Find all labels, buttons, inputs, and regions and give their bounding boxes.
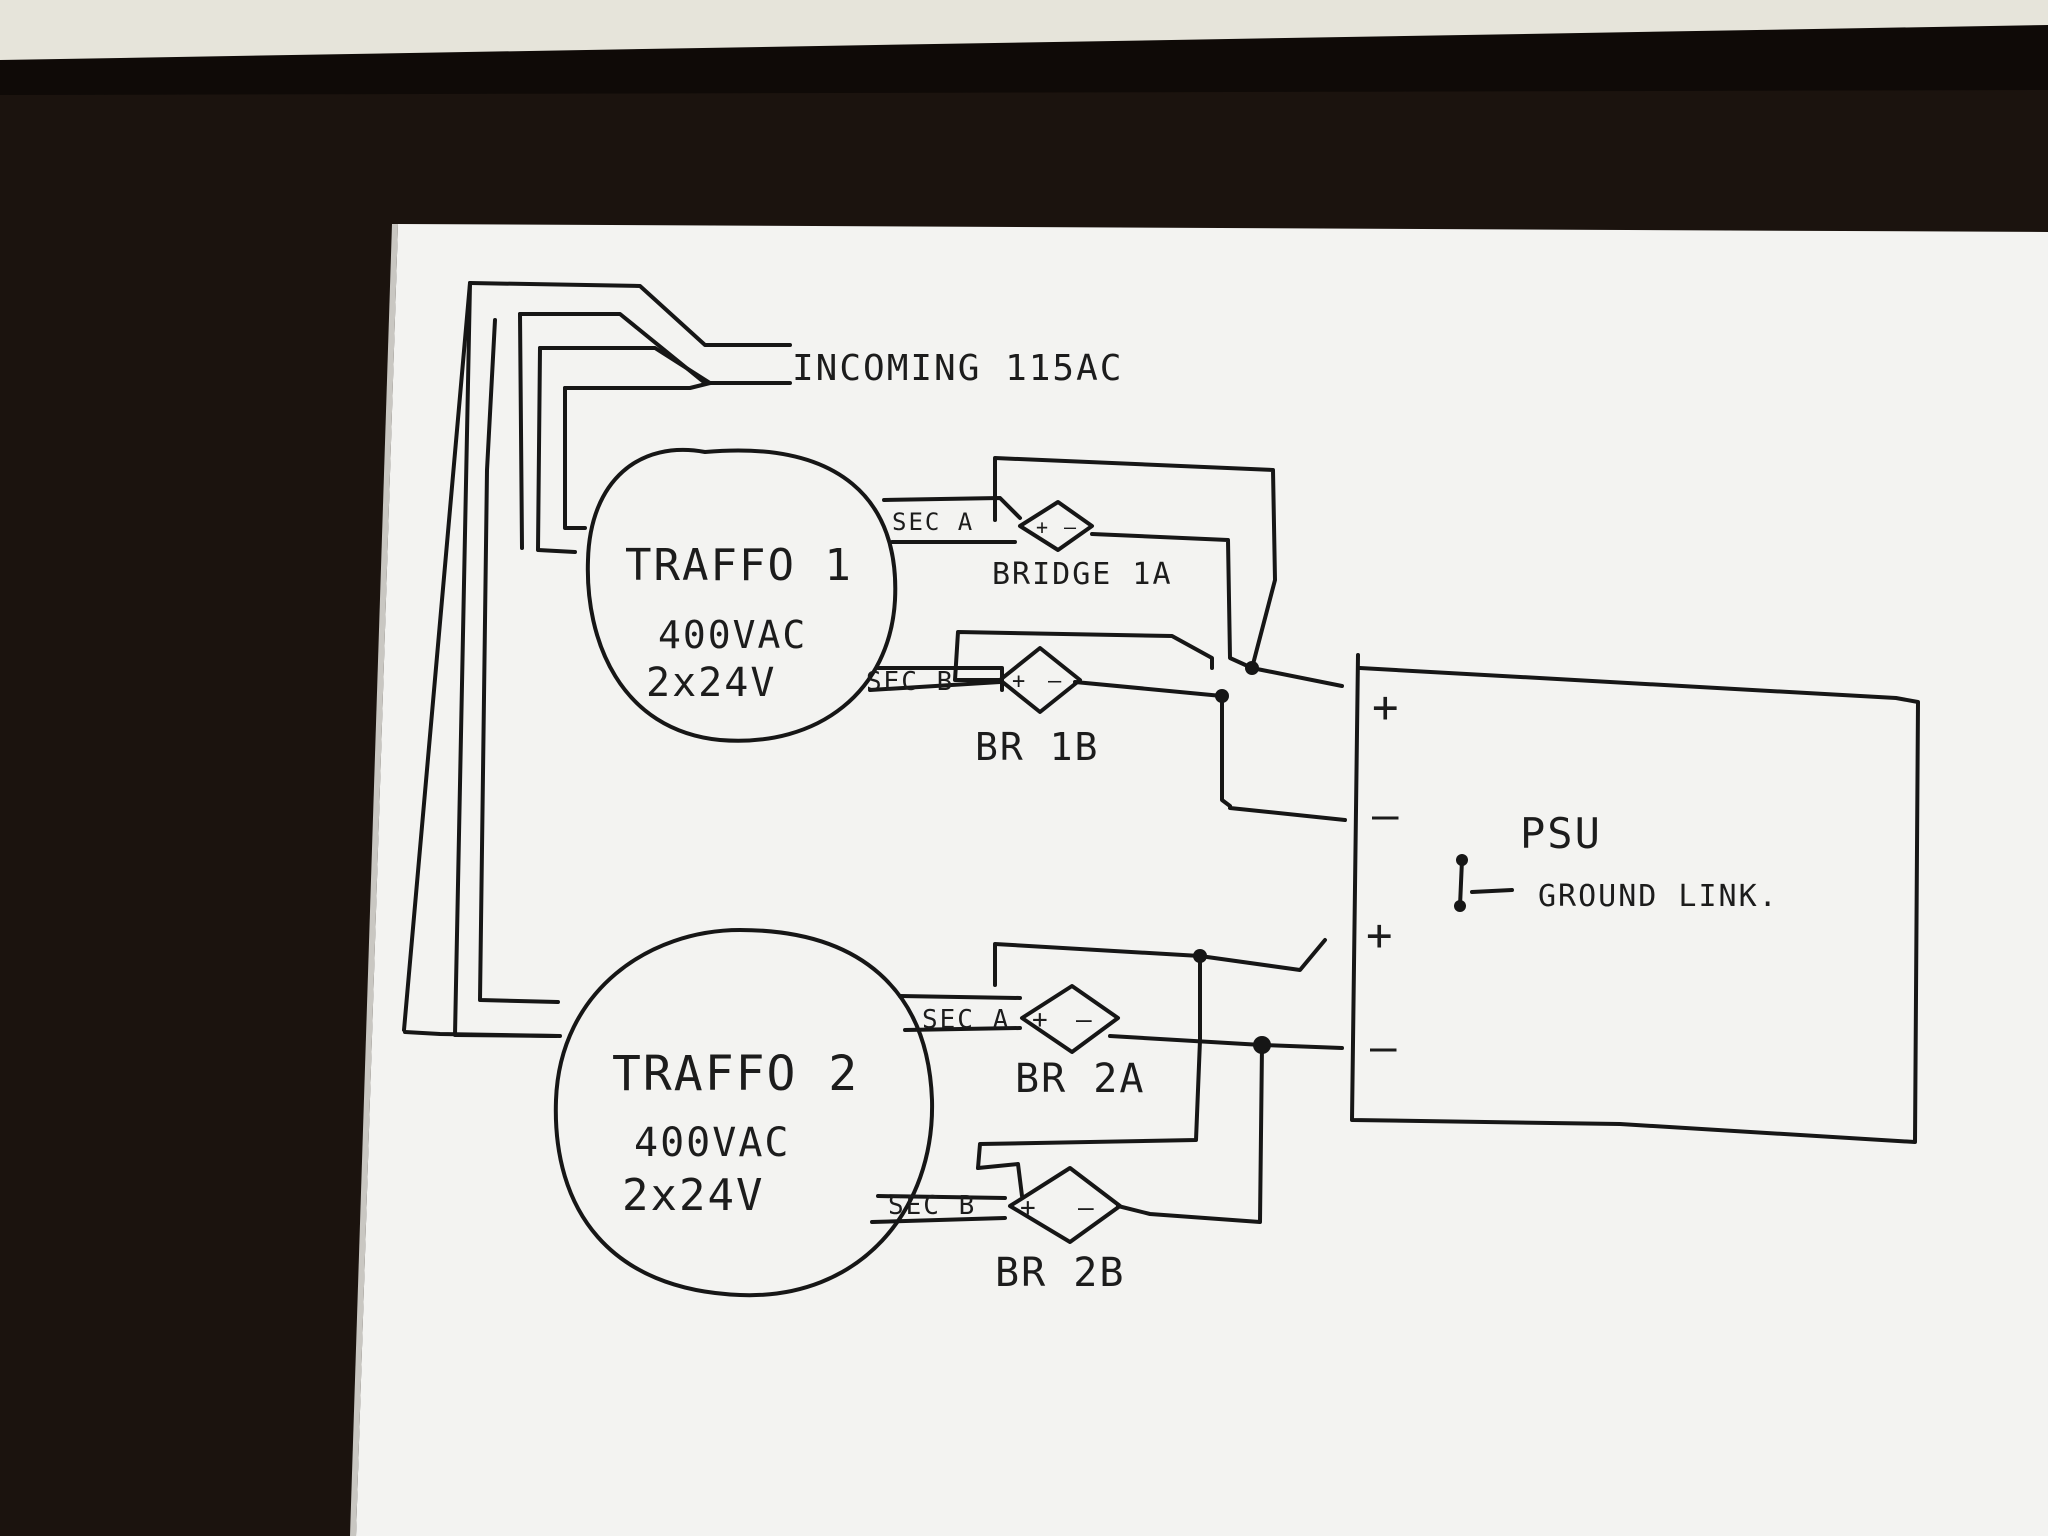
traffo2-feed-mid: [478, 318, 560, 1004]
traffo2-feed-left: [402, 281, 472, 1032]
ac-line-4: [563, 381, 712, 390]
bridge-2b: + – BR 2B: [995, 1166, 1125, 1296]
sec-b2-top: [876, 1194, 1007, 1200]
psu-neg-1: –: [1372, 790, 1401, 841]
bridge1b-plus: +: [1012, 669, 1027, 694]
bridge2a-minus-sign: –: [1076, 1005, 1094, 1035]
traffo1-circle: [585, 447, 898, 743]
psu-pos1-wire: [1250, 666, 1344, 688]
sec-b1-bot: [868, 680, 1002, 692]
junction-dot: [1193, 949, 1207, 963]
traffo2-name: TRAFFO 2: [612, 1046, 859, 1102]
bridge2a-label: BR 2A: [1015, 1056, 1145, 1102]
sec-a2-label: SEC A: [922, 1005, 1010, 1035]
traffo1-secondary: 2x24V: [646, 660, 776, 706]
paper-shadow: [350, 224, 398, 1536]
sec-b1-label: SEC B: [866, 667, 954, 697]
sec-a1-label: SEC A: [892, 508, 974, 536]
incoming-ac-label: INCOMING 115AC: [792, 348, 1123, 389]
psu-title: PSU: [1520, 809, 1602, 858]
bridge1a-loop: [993, 456, 1277, 670]
traffo2-primary: 400VAC: [634, 1120, 791, 1166]
traffo-2: TRAFFO 2 400VAC 2x24V: [553, 928, 935, 1298]
ground-link-leader: [1470, 888, 1514, 894]
bridge1b-minus: [1073, 680, 1224, 698]
ac-line-3: [538, 346, 712, 385]
bridge-2a: + – BR 2A: [1015, 984, 1145, 1102]
bridge1b-label: BR 1B: [975, 725, 1099, 769]
bridge1b-diamond: [998, 646, 1082, 714]
sec-a1-top: [882, 496, 1022, 520]
bridge2a-diamond: [1020, 984, 1120, 1054]
bridge1a-minus: [1090, 532, 1254, 670]
bridge2b-loop: [976, 1162, 1024, 1198]
traffo-1: TRAFFO 1 400VAC 2x24V: [585, 447, 898, 743]
traffo2-secondary: 2x24V: [622, 1170, 764, 1221]
bridge2a-minus: [1108, 1034, 1264, 1047]
sec-a2-top: [898, 994, 1022, 1000]
traffo2-feed-inner: [403, 1030, 562, 1038]
sec-a2-bot: [903, 1026, 1022, 1032]
traffo1-primary-a: [563, 386, 587, 530]
psu-neg-2: –: [1370, 1022, 1399, 1073]
psu-neg1-wire: [1228, 806, 1347, 822]
ground-link-bar: [1458, 858, 1464, 908]
traffo1-primary: 400VAC: [658, 613, 807, 657]
traffo1-primary-b: [536, 346, 577, 554]
ground-link-dot-bottom: [1454, 900, 1466, 912]
bridge1a-label: BRIDGE 1A: [992, 557, 1173, 592]
bridge2b-minus: [1116, 1043, 1264, 1224]
bridge2b-diamond: [1008, 1166, 1122, 1244]
bridge2b-minus-sign: –: [1078, 1193, 1096, 1223]
bridge1a-minus-sign: –: [1064, 515, 1078, 539]
junction-dot: [1245, 661, 1259, 675]
junction-dot: [1253, 1036, 1271, 1054]
bridge2a-plus: +: [1032, 1005, 1050, 1035]
traffo1-primary-c: [518, 312, 524, 550]
bridge-1a: + – BRIDGE 1A: [992, 500, 1173, 592]
ac-line-1: [468, 281, 792, 347]
bridge-1b: + – BR 1B: [975, 646, 1099, 769]
psu-box: + – + – PSU GROUND LINK.: [1350, 653, 1920, 1144]
sec-b2-label: SEC B: [888, 1191, 976, 1221]
bridge1a-plus: +: [1036, 515, 1050, 539]
bridge1b-loop: [953, 630, 1214, 682]
sec-b2-bot: [870, 1216, 1007, 1224]
bridge1b-neg-drop: [1220, 694, 1232, 808]
ac-line-2: [518, 312, 792, 385]
bridge1b-minus-sign: –: [1048, 669, 1063, 694]
ground-link-dot-top: [1456, 854, 1468, 866]
psu-pos-1: +: [1372, 682, 1401, 733]
psu-neg2-wire: [1260, 1043, 1344, 1050]
traffo2-circle: [553, 928, 935, 1298]
bridge1a-diamond: [1018, 500, 1094, 552]
traffo1-name: TRAFFO 1: [625, 540, 853, 591]
bridge2a-pos-drop: [976, 954, 1202, 1170]
ground-link-label: GROUND LINK.: [1538, 879, 1779, 914]
wiring: [402, 281, 1347, 1224]
psu-outline: [1350, 653, 1920, 1144]
junction-dot: [1215, 689, 1229, 703]
desk-edge-shade: [0, 25, 2048, 95]
bridge2b-label: BR 2B: [995, 1250, 1125, 1296]
psu-pos-2: +: [1366, 910, 1395, 961]
paper-sheet: [356, 224, 2048, 1536]
bridge2b-plus: +: [1020, 1193, 1038, 1223]
